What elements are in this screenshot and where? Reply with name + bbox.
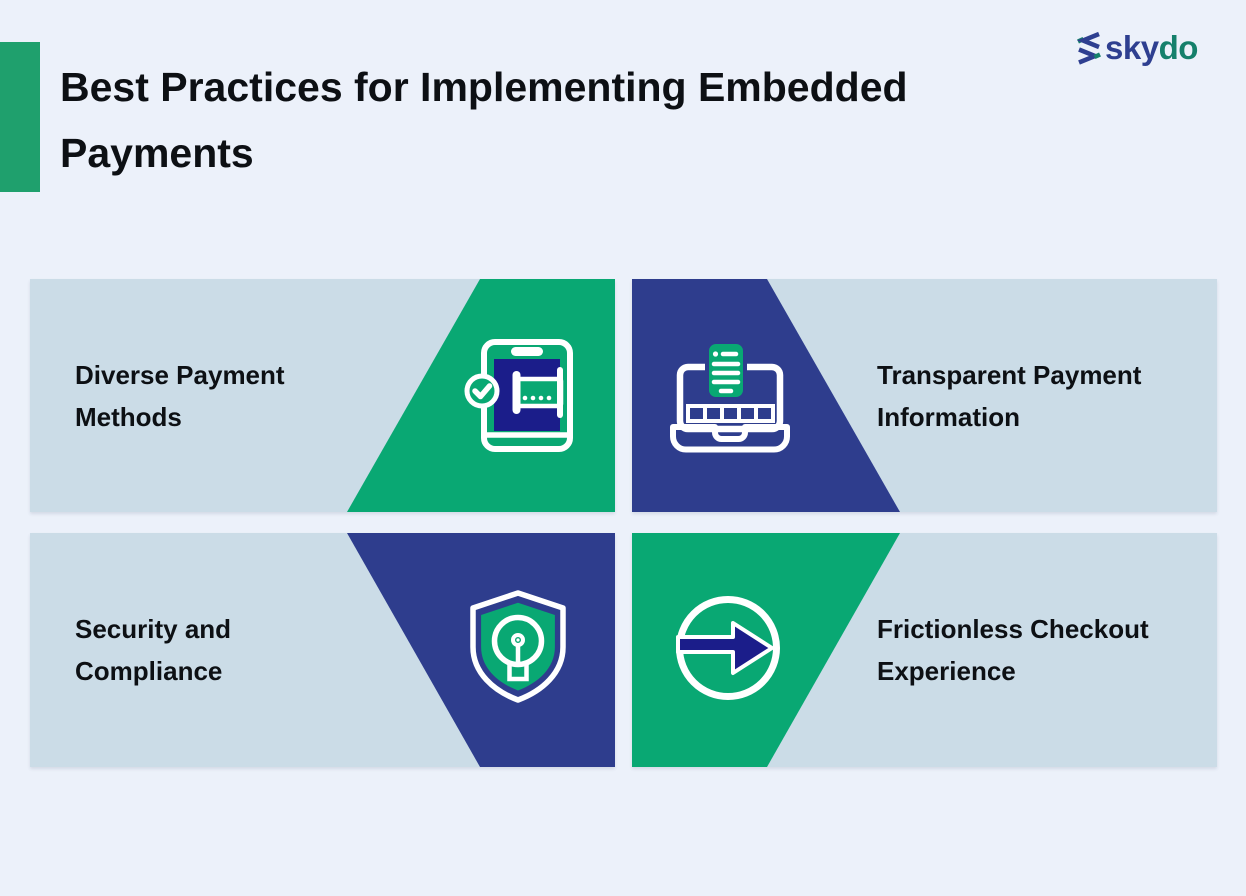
- skydo-logo-text: skydo: [1105, 28, 1198, 68]
- panel-diverse-payment-methods: Diverse Payment Methods: [30, 279, 615, 512]
- logo-text-sky: sky: [1105, 29, 1159, 66]
- circle-arrow-icon: [676, 596, 780, 700]
- title-accent-bar: [0, 42, 40, 192]
- skydo-logo: skydo: [1076, 28, 1198, 68]
- shield-outline: [470, 590, 566, 703]
- panel-label-line2: Information: [877, 401, 1020, 432]
- page-title: Best Practices for Implementing Embedded…: [60, 54, 908, 186]
- panel-label-line2: Compliance: [75, 656, 223, 686]
- panel-label-line2: Methods: [75, 401, 182, 432]
- page-title-line2: Payments: [60, 130, 254, 176]
- panel-label-line1: Transparent Payment: [877, 359, 1142, 390]
- phone-notch: [511, 347, 543, 356]
- page-title-line1: Best Practices for Implementing Embedded: [60, 64, 908, 110]
- panel-label-line1: Security and: [75, 614, 232, 644]
- panel-label-line1: Frictionless Checkout: [877, 614, 1149, 644]
- laptop-base: [670, 424, 790, 453]
- panel-frictionless-checkout-experience: Frictionless Checkout Experience: [632, 533, 1217, 767]
- credit-card: [513, 376, 564, 409]
- phone-card-check-icon: [464, 339, 573, 452]
- panel-transparent-payment-information: Transparent Payment Information: [632, 279, 1217, 512]
- card-left-bar: [512, 371, 521, 414]
- right-arrow: [676, 621, 774, 675]
- logo-text-do: do: [1158, 29, 1199, 66]
- panel-label-line2: Experience: [877, 656, 1016, 686]
- shield-lightbulb-icon: [470, 590, 566, 703]
- keyboard-strip: [686, 404, 775, 423]
- card-right-bar: [557, 367, 563, 418]
- panel-label: Transparent Payment Information: [877, 354, 1141, 438]
- panel-security-and-compliance: Security and Compliance: [30, 533, 615, 767]
- panel-label: Security and Compliance: [75, 608, 231, 692]
- bulb-base: [507, 661, 529, 682]
- skydo-logo-icon: [1077, 31, 1101, 65]
- panel-label-line1: Diverse Payment: [75, 359, 285, 390]
- panel-label: Frictionless Checkout Experience: [877, 608, 1149, 692]
- laptop-receipt-icon: [670, 340, 790, 453]
- panel-label: Diverse Payment Methods: [75, 354, 285, 438]
- check-mark: [472, 383, 493, 400]
